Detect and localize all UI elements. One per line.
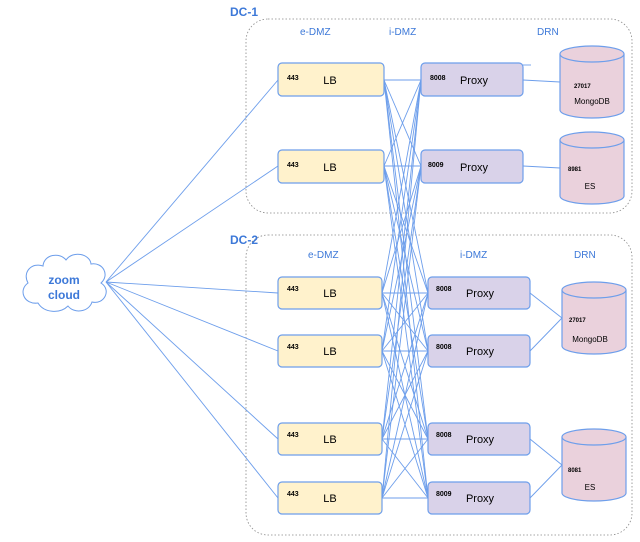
db-name: ES bbox=[585, 483, 596, 492]
connection-line bbox=[529, 464, 563, 499]
dc2-region bbox=[245, 234, 633, 536]
dc2-drn-label: DRN bbox=[574, 250, 596, 261]
connection-line bbox=[381, 292, 429, 352]
dc2-lb-3: 443 LB bbox=[277, 422, 383, 456]
proxy-name: Proxy bbox=[460, 162, 489, 174]
dc1-drn-label: DRN bbox=[537, 27, 559, 38]
lb-name: LB bbox=[323, 346, 336, 358]
db-port: 8981 bbox=[568, 167, 582, 173]
database-icon bbox=[561, 290, 627, 355]
proxy-name: Proxy bbox=[466, 434, 495, 446]
connection-line bbox=[381, 165, 422, 294]
dc1-proxy-1: 8008 Proxy bbox=[420, 62, 524, 97]
dc1-proxy-2: 8009 Proxy bbox=[420, 149, 524, 184]
cloud-label-line2: cloud bbox=[48, 288, 80, 302]
proxy-port: 8009 bbox=[436, 491, 452, 498]
db-name: MongoDB bbox=[574, 97, 610, 106]
zoom-cloud: zoom cloud bbox=[22, 253, 107, 312]
lb-name: LB bbox=[323, 162, 336, 174]
connection-line bbox=[105, 281, 279, 499]
connection-line bbox=[381, 79, 422, 294]
proxy-port: 8009 bbox=[428, 162, 444, 169]
lb-port: 443 bbox=[287, 344, 299, 351]
dc1-region bbox=[245, 18, 633, 214]
proxy-port: 8008 bbox=[436, 286, 452, 293]
proxy-name: Proxy bbox=[466, 288, 495, 300]
connection-line bbox=[381, 165, 422, 499]
database-icon bbox=[559, 54, 625, 119]
dc2-db-es: 8081 ES bbox=[561, 428, 627, 502]
lb-port: 443 bbox=[287, 432, 299, 439]
lb-name: LB bbox=[323, 288, 336, 300]
connection-line bbox=[381, 79, 422, 352]
proxy-name: Proxy bbox=[466, 493, 495, 505]
lb-name: LB bbox=[323, 434, 336, 446]
dc2-proxy-3: 8008 Proxy bbox=[427, 422, 531, 456]
connection-line bbox=[381, 165, 422, 440]
connection-line bbox=[381, 79, 422, 499]
dc1-idmz-label: i-DMZ bbox=[389, 27, 416, 38]
dc1-lb-2: 443 LB bbox=[277, 149, 385, 184]
database-icon bbox=[559, 140, 625, 205]
connection-line bbox=[105, 79, 279, 283]
lb-port: 443 bbox=[287, 75, 299, 82]
dc2-lb-2: 443 LB bbox=[277, 334, 383, 368]
connection-line bbox=[383, 165, 429, 499]
dc2-label: DC-2 bbox=[230, 233, 258, 247]
connection-line bbox=[383, 165, 429, 440]
dc2-proxy-2: 8008 Proxy bbox=[427, 334, 531, 368]
connection-line bbox=[381, 350, 429, 499]
dc2-proxy-4: 8009 Proxy bbox=[427, 481, 531, 515]
connection-line bbox=[105, 281, 279, 294]
connection-line bbox=[529, 438, 563, 466]
connection-line bbox=[381, 292, 429, 499]
database-icon bbox=[561, 437, 627, 502]
connection-line bbox=[381, 79, 422, 440]
connection-line bbox=[529, 317, 563, 352]
connection-line bbox=[383, 79, 422, 167]
dc2-proxy-1: 8008 Proxy bbox=[427, 276, 531, 310]
connection-line bbox=[522, 165, 561, 169]
cloud-icon bbox=[22, 253, 107, 312]
connection-line bbox=[529, 292, 563, 319]
db-port: 27017 bbox=[569, 318, 586, 324]
dc2-edmz-label: e-DMZ bbox=[308, 250, 339, 261]
dc1-db-mongodb: 27017 MongoDB bbox=[559, 45, 625, 119]
db-port: 27017 bbox=[574, 84, 591, 90]
cloud-label-line1: zoom bbox=[48, 273, 79, 287]
dc1-label: DC-1 bbox=[230, 5, 258, 19]
lb-name: LB bbox=[323, 493, 336, 505]
proxy-port: 8008 bbox=[436, 344, 452, 351]
dc2-db-mongodb: 27017 MongoDB bbox=[561, 281, 627, 355]
connection-line bbox=[383, 165, 429, 352]
dc2-idmz-label: i-DMZ bbox=[460, 250, 487, 261]
dc1-edmz-label: e-DMZ bbox=[300, 27, 331, 38]
dc1-db-es: 8981 ES bbox=[559, 131, 625, 205]
proxy-name: Proxy bbox=[466, 346, 495, 358]
proxy-name: Proxy bbox=[460, 75, 489, 87]
lb-port: 443 bbox=[287, 286, 299, 293]
connection-line bbox=[522, 79, 561, 83]
connection-line bbox=[383, 165, 429, 294]
connection-line bbox=[105, 281, 279, 352]
connection-line bbox=[105, 165, 279, 283]
proxy-port: 8008 bbox=[430, 75, 446, 82]
db-port: 8081 bbox=[568, 468, 582, 474]
lb-port: 443 bbox=[287, 162, 299, 169]
dc2-lb-1: 443 LB bbox=[277, 276, 383, 310]
connection-lines bbox=[105, 64, 563, 499]
dc1-lb-1: 443 LB bbox=[277, 62, 385, 97]
lb-name: LB bbox=[323, 75, 336, 87]
proxy-port: 8008 bbox=[436, 432, 452, 439]
db-name: ES bbox=[585, 182, 596, 191]
connection-line bbox=[381, 438, 429, 499]
connection-line bbox=[105, 281, 279, 440]
db-name: MongoDB bbox=[572, 335, 608, 344]
dc2-lb-4: 443 LB bbox=[277, 481, 383, 515]
lb-port: 443 bbox=[287, 491, 299, 498]
